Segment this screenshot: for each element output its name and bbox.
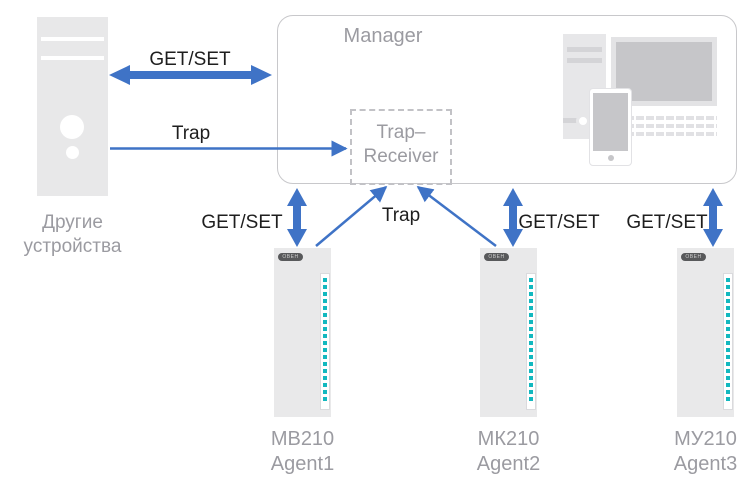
getset-label-agent1: GET/SET — [201, 212, 283, 233]
server-button — [60, 115, 84, 139]
terminal-led-strip — [723, 273, 733, 410]
device-agent: Agent3 — [673, 453, 738, 475]
trap-receiver-line1: Trap– — [376, 122, 426, 143]
pc-tower-slot — [567, 58, 602, 63]
phone-home-button — [607, 155, 614, 161]
server-slot — [41, 56, 104, 60]
keyboard-icon — [616, 116, 717, 140]
manager-title: Manager — [343, 25, 423, 47]
trap-label-left: Trap — [171, 123, 211, 144]
device-mb210: ОВЕН — [274, 248, 331, 417]
other-devices-line2: устройства — [23, 236, 122, 257]
led-column — [323, 278, 327, 404]
owen-logo-icon: ОВЕН — [278, 253, 303, 261]
terminal-led-strip — [320, 273, 330, 410]
device-label-agent1: МВ210 Agent1 — [242, 427, 363, 477]
workstation-icon — [563, 34, 718, 166]
device-mk210: ОВЕН — [480, 248, 537, 417]
device-label-agent3: МУ210 Agent3 — [645, 427, 755, 477]
server-tower-icon — [37, 17, 108, 196]
led-column — [529, 278, 533, 404]
device-model: МВ210 — [270, 428, 335, 450]
smartphone-icon — [589, 88, 632, 166]
server-button — [66, 146, 79, 159]
owen-logo-icon: ОВЕН — [484, 253, 509, 261]
trap-receiver-box: Trap– Receiver — [350, 109, 452, 185]
getset-label-agent3: GET/SET — [626, 212, 708, 233]
getset-label-agent2: GET/SET — [518, 212, 600, 233]
owen-logo-icon: ОВЕН — [681, 253, 706, 261]
device-agent: Agent2 — [476, 453, 541, 475]
trap-receiver-line2: Receiver — [363, 146, 439, 167]
device-model: МК210 — [477, 428, 540, 450]
led-column — [726, 278, 730, 404]
other-devices-line1: Другие — [42, 212, 103, 233]
pc-tower-button — [576, 114, 590, 128]
device-agent: Agent1 — [270, 453, 335, 475]
monitor-icon — [611, 37, 717, 106]
monitor-screen — [616, 42, 712, 101]
getset-label-top: GET/SET — [149, 49, 231, 70]
pc-tower-slot — [567, 47, 602, 52]
pc-tower-icon — [563, 34, 606, 139]
phone-screen — [593, 93, 628, 151]
device-mu210: ОВЕН — [677, 248, 734, 417]
server-slot — [41, 37, 104, 41]
trap-label-agents: Trap — [381, 205, 421, 226]
terminal-led-strip — [526, 273, 536, 410]
device-model: МУ210 — [674, 428, 737, 450]
device-label-agent2: МК210 Agent2 — [448, 427, 569, 477]
other-devices-label: Другие устройства — [2, 211, 143, 259]
